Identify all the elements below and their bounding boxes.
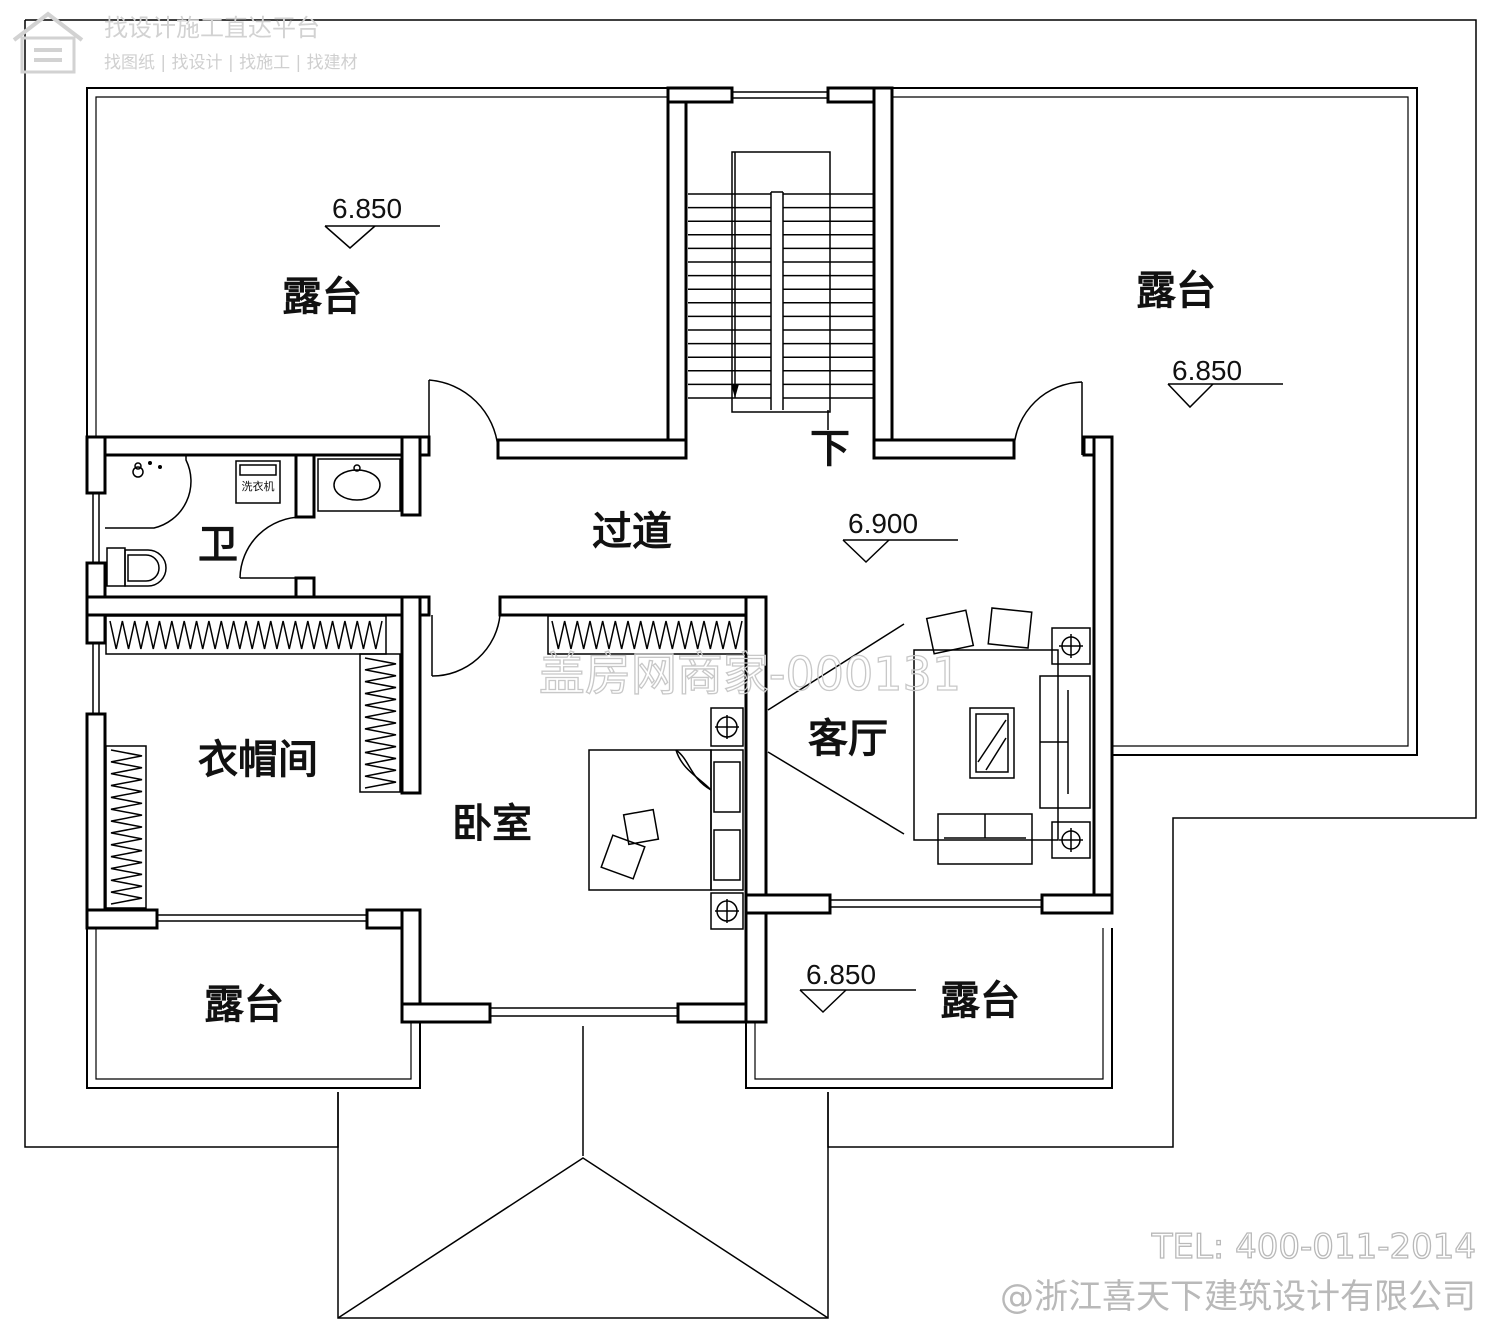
wardrobes [105,615,747,909]
platform-subtitle: 找图纸 | 找设计 | 找施工 | 找建材 [104,53,358,73]
wardrobe-hangers [551,620,743,650]
staircase [688,151,874,413]
room-label-corridor: 过道 [592,509,672,555]
wardrobe-hangers [110,749,143,905]
room-label-terrace-top-right: 露台 [1136,268,1216,314]
room-label-bedroom: 卧室 [452,801,532,847]
wardrobe-hangers [109,620,383,650]
platform-title: 找设计施工直达平台 [104,14,320,42]
roof-outline [24,19,1477,1319]
washing-machine-label: 洗衣机 [242,479,275,493]
elevation-corridor: 6.900 [848,508,918,539]
platform-logo [12,11,84,74]
stair-direction-label: 下 [810,426,850,472]
company-watermark: @浙江喜天下建筑设计有限公司 [1000,1277,1476,1317]
center-watermark: 盖房网商家-000131 [539,647,961,701]
bathroom-fixtures: 洗衣机 [105,455,401,587]
elevation-top-right: 6.850 [1172,355,1242,386]
elevation-bottom-right: 6.850 [806,959,876,990]
living-furniture [767,607,1091,865]
room-label-terrace-top-left: 露台 [282,274,362,320]
doors [239,379,1083,677]
elevation-marker-corridor: 6.900 [842,508,958,564]
elevation-marker-bottom-right: 6.850 [799,959,916,1014]
wardrobe-hangers [364,657,397,789]
room-label-terrace-bottom-left: 露台 [204,982,284,1028]
nightstands [710,707,744,930]
elevation-marker-top-left: 6.850 [324,193,440,249]
room-label-terrace-bottom-right: 露台 [940,978,1020,1024]
walls [85,86,1114,1024]
elevation-marker-top-right: 6.850 [1167,355,1283,409]
room-label-living-room: 客厅 [808,716,888,762]
tel-watermark: TEL: 400-011-2014 [1151,1227,1476,1267]
room-label-cloakroom: 衣帽间 [198,737,318,783]
elevation-top-left: 6.850 [332,193,402,224]
bed [588,749,744,891]
room-label-bathroom: 卫 [198,522,238,568]
terrace-walls [86,87,1418,1089]
